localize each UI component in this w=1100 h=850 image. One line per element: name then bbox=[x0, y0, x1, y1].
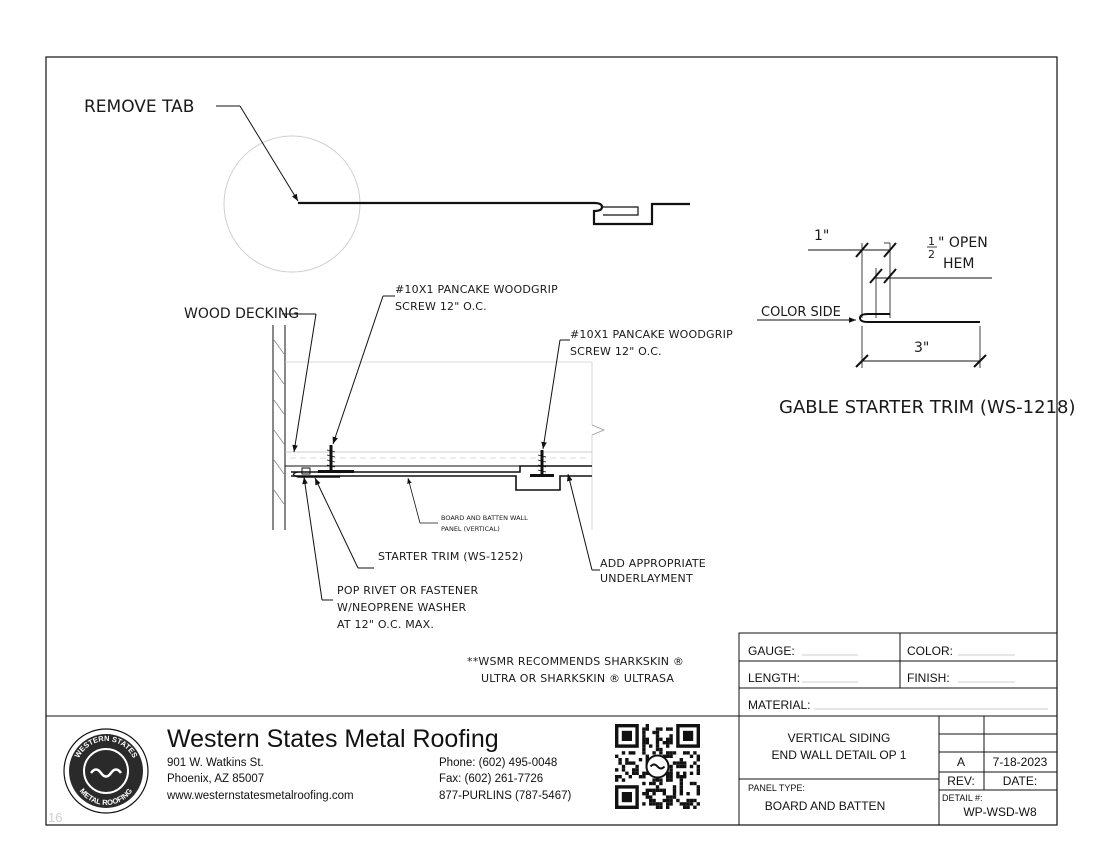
sheet-border bbox=[45, 56, 1058, 826]
remove-tab-detail: REMOVE TAB bbox=[84, 97, 690, 273]
underlayment-label-1: ADD APPROPRIATE bbox=[600, 557, 706, 570]
dim-3-label: 3" bbox=[914, 340, 929, 356]
description-line-1: VERTICAL SIDING bbox=[788, 731, 891, 745]
qr-code-icon bbox=[615, 724, 700, 809]
title-block: GAUGE: COLOR: LENGTH: FINISH: MATERIAL: … bbox=[46, 632, 1058, 826]
description-line-2: END WALL DETAIL OP 1 bbox=[772, 748, 907, 762]
company-address-1: 901 W. Watkins St. bbox=[167, 757, 264, 769]
rivet-label-3: AT 12" O.C. MAX. bbox=[337, 618, 434, 631]
dim-1-label: 1" bbox=[814, 228, 829, 244]
panel-label-1: BOARD AND BATTEN WALL bbox=[441, 514, 528, 522]
wsmr-logo-icon: WESTERN STATES METAL ROOFING bbox=[63, 728, 149, 814]
company-phone: Phone: (602) 495-0048 bbox=[439, 757, 557, 769]
panel-label-2: PANEL (VERTICAL) bbox=[441, 525, 500, 533]
company-fax: Fax: (602) 261-7726 bbox=[439, 773, 543, 785]
company-block: WESTERN STATES METAL ROOFING Western Sta… bbox=[48, 724, 700, 825]
note-line-1: **WSMR RECOMMENDS SHARKSKIN ® bbox=[467, 655, 684, 668]
panel-type-label: PANEL TYPE: bbox=[748, 783, 805, 793]
note-line-2: ULTRA OR SHARKSKIN ® ULTRASA bbox=[481, 672, 674, 685]
rivet-label-2: W/NEOPRENE WASHER bbox=[337, 601, 467, 614]
half-denominator: 2 bbox=[928, 248, 935, 261]
wood-decking-label: WOOD DECKING bbox=[184, 306, 299, 322]
company-tollfree: 877-PURLINS (787-5467) bbox=[439, 790, 571, 802]
screw-right-label-1: #10X1 PANCAKE WOODGRIP bbox=[570, 328, 733, 341]
rev-label: REV: bbox=[947, 774, 975, 788]
length-label: LENGTH: bbox=[748, 671, 800, 685]
screw-left-icon bbox=[318, 445, 354, 473]
company-name: Western States Metal Roofing bbox=[167, 725, 499, 753]
finish-label: FINISH: bbox=[907, 671, 950, 685]
gable-trim-title: GABLE STARTER TRIM (WS-1218) bbox=[779, 397, 1076, 418]
material-label: MATERIAL: bbox=[748, 698, 810, 712]
screw-right-icon bbox=[530, 450, 554, 477]
hem-label: HEM bbox=[943, 256, 974, 272]
underlayment-label-2: UNDERLAYMENT bbox=[600, 572, 693, 585]
company-address-2: Phoenix, AZ 85007 bbox=[167, 773, 264, 785]
wall-section-detail: WOOD DECKING #10X1 PANCAKE WOODGRIP SCRE… bbox=[184, 283, 733, 685]
detail-label: DETAIL #: bbox=[942, 793, 983, 803]
company-website[interactable]: www.westernstatesmetalroofing.com bbox=[166, 790, 354, 802]
screw-left-label-1: #10X1 PANCAKE WOODGRIP bbox=[395, 283, 558, 296]
half-numerator: 1 bbox=[928, 235, 935, 248]
color-side-label: COLOR SIDE bbox=[761, 305, 841, 320]
screw-left-label-2: SCREW 12" O.C. bbox=[395, 300, 487, 313]
rev-value: A bbox=[957, 755, 965, 769]
gauge-label: GAUGE: bbox=[748, 644, 795, 658]
screw-right-label-2: SCREW 12" O.C. bbox=[570, 345, 662, 358]
remove-tab-label: REMOVE TAB bbox=[84, 97, 194, 117]
date-label: DATE: bbox=[1003, 774, 1037, 788]
color-label: COLOR: bbox=[907, 644, 953, 658]
detail-value: WP-WSD-W8 bbox=[963, 805, 1037, 819]
gable-starter-trim-detail: 1" 1 2 " OPEN HEM COLOR SIDE 3" GABLE ST… bbox=[757, 228, 1076, 418]
date-value: 7-18-2023 bbox=[993, 755, 1048, 769]
rivet-label-1: POP RIVET OR FASTENER bbox=[337, 584, 478, 597]
open-label: " OPEN bbox=[938, 235, 988, 251]
panel-type-value: BOARD AND BATTEN bbox=[765, 799, 885, 813]
page-number: 16 bbox=[48, 810, 62, 825]
starter-trim-label: STARTER TRIM (WS-1252) bbox=[378, 550, 523, 563]
